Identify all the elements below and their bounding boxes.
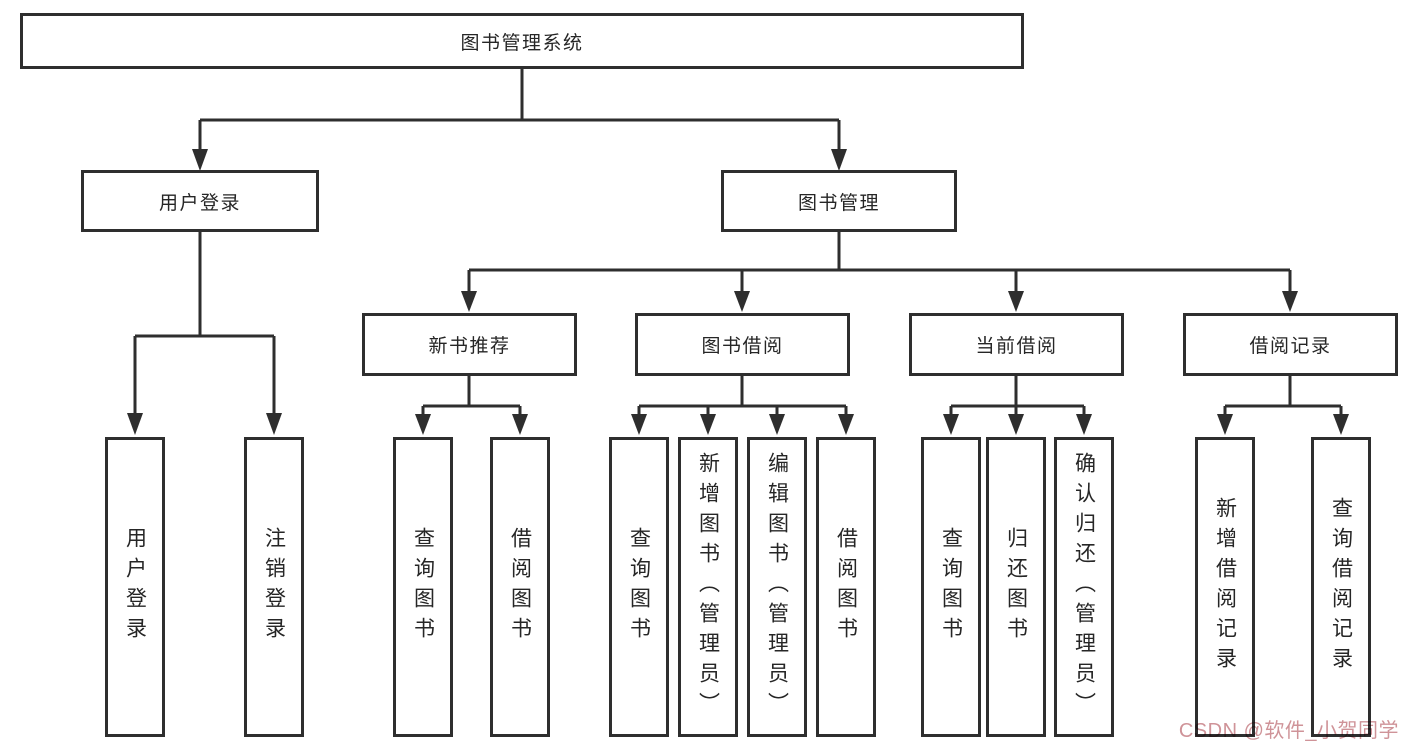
node-label: 用户登录 xyxy=(158,192,241,214)
node-current-borrowing: 当前借阅 xyxy=(909,313,1124,376)
node-label: 注销登录 xyxy=(262,527,286,647)
connector-book-management xyxy=(461,232,1298,312)
node-label: 借阅图书 xyxy=(508,527,532,647)
leaf-query-book-2: 查询图书 xyxy=(609,437,669,737)
connector-book-borrowing xyxy=(631,376,854,435)
connector-root xyxy=(192,69,847,171)
leaf-add-borrow-record: 新增借阅记录 xyxy=(1195,437,1255,737)
connector-user-login xyxy=(127,232,282,435)
leaf-borrow-book-1: 借阅图书 xyxy=(490,437,550,737)
leaf-query-book-3: 查询图书 xyxy=(921,437,981,737)
leaf-return-book: 归还图书 xyxy=(986,437,1046,737)
node-label: 归还图书 xyxy=(1004,527,1028,647)
node-label: 借阅图书 xyxy=(834,527,858,647)
connector-borrowing-records xyxy=(1217,376,1349,435)
connector-new-book-recommend xyxy=(415,376,528,435)
node-label: 查询图书 xyxy=(411,527,435,647)
leaf-add-book-admin: 新增图书（管理员） xyxy=(678,437,738,737)
leaf-borrow-book-2: 借阅图书 xyxy=(816,437,876,737)
leaf-logout: 注销登录 xyxy=(244,437,304,737)
node-label: 新增图书（管理员） xyxy=(696,452,720,722)
leaf-edit-book-admin: 编辑图书（管理员） xyxy=(747,437,807,737)
node-label: 编辑图书（管理员） xyxy=(765,452,789,722)
leaf-query-borrow-record: 查询借阅记录 xyxy=(1311,437,1371,737)
node-new-book-recommend: 新书推荐 xyxy=(362,313,577,376)
node-label: 图书管理 xyxy=(797,192,880,214)
node-label: 确认归还（管理员） xyxy=(1072,452,1096,722)
node-label: 当前借阅 xyxy=(975,336,1058,357)
node-label: 用户登录 xyxy=(123,527,147,647)
connector-current-borrowing xyxy=(943,376,1092,435)
node-label: 查询图书 xyxy=(939,527,963,647)
watermark-text: CSDN @软件_小贺同学 xyxy=(1178,720,1399,742)
leaf-confirm-return-admin: 确认归还（管理员） xyxy=(1054,437,1114,737)
node-book-borrowing: 图书借阅 xyxy=(635,313,850,376)
node-book-management-system: 图书管理系统 xyxy=(20,13,1024,69)
node-borrowing-records: 借阅记录 xyxy=(1183,313,1398,376)
leaf-query-book-1: 查询图书 xyxy=(393,437,453,737)
node-label: 图书借阅 xyxy=(701,336,784,357)
node-user-login: 用户登录 xyxy=(81,170,319,232)
node-label: 新增借阅记录 xyxy=(1213,497,1237,677)
node-label: 借阅记录 xyxy=(1249,336,1332,357)
node-label: 查询借阅记录 xyxy=(1329,497,1353,677)
node-book-management: 图书管理 xyxy=(721,170,957,232)
leaf-user-login: 用户登录 xyxy=(105,437,165,737)
node-label: 图书管理系统 xyxy=(460,32,584,54)
node-label: 新书推荐 xyxy=(428,336,511,357)
node-label: 查询图书 xyxy=(627,527,651,647)
